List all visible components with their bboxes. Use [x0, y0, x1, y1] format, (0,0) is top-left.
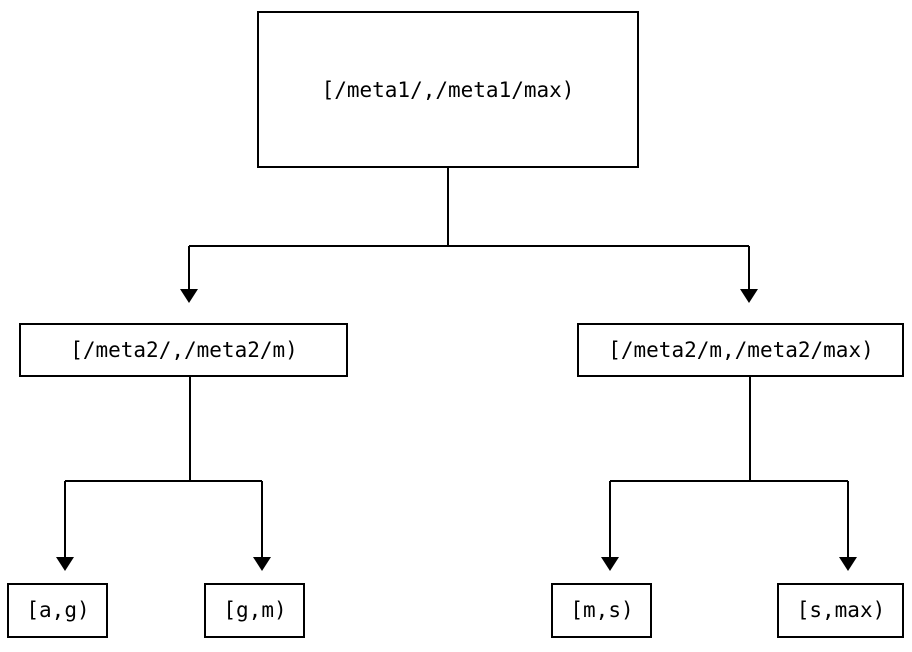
arrowhead-mid-left-to-leaf-1 — [56, 557, 74, 571]
node-leaf-2-box — [203, 582, 306, 639]
edge-group-mid-right — [601, 376, 857, 571]
node-leaf-4-label: [s,max) — [797, 598, 886, 622]
node-mid-left[interactable]: [/meta2/,/meta2/m) — [18, 322, 349, 378]
arrowhead-mid-left-to-leaf-2 — [253, 557, 271, 571]
edge-group-mid-left — [56, 376, 271, 571]
node-leaf-3-box — [550, 582, 653, 639]
node-mid-left-label: [/meta2/,/meta2/m) — [70, 338, 298, 362]
node-leaf-3[interactable]: [m,s) — [550, 582, 653, 639]
arrowhead-root-to-mid-right — [740, 289, 758, 303]
node-mid-right-label: [/meta2/m,/meta2/max) — [608, 338, 874, 362]
node-leaf-4-box — [776, 582, 905, 639]
node-mid-right-box — [576, 322, 905, 378]
node-mid-left-box — [18, 322, 349, 378]
node-mid-right[interactable]: [/meta2/m,/meta2/max) — [576, 322, 905, 378]
node-leaf-2[interactable]: [g,m) — [203, 582, 306, 639]
node-root-box — [256, 10, 640, 169]
node-root[interactable]: [/meta1/,/meta1/max) — [256, 10, 640, 169]
edge-group-root — [180, 167, 758, 303]
arrowhead-mid-right-to-leaf-4 — [839, 557, 857, 571]
node-leaf-1[interactable]: [a,g) — [6, 582, 109, 639]
node-leaf-3-label: [m,s) — [570, 598, 633, 622]
arrowhead-mid-right-to-leaf-3 — [601, 557, 619, 571]
node-leaf-1-box — [6, 582, 109, 639]
node-root-label: [/meta1/,/meta1/max) — [322, 78, 575, 102]
node-leaf-1-label: [a,g) — [26, 598, 89, 622]
node-leaf-4[interactable]: [s,max) — [776, 582, 905, 639]
node-leaf-2-label: [g,m) — [223, 598, 286, 622]
arrowhead-root-to-mid-left — [180, 289, 198, 303]
